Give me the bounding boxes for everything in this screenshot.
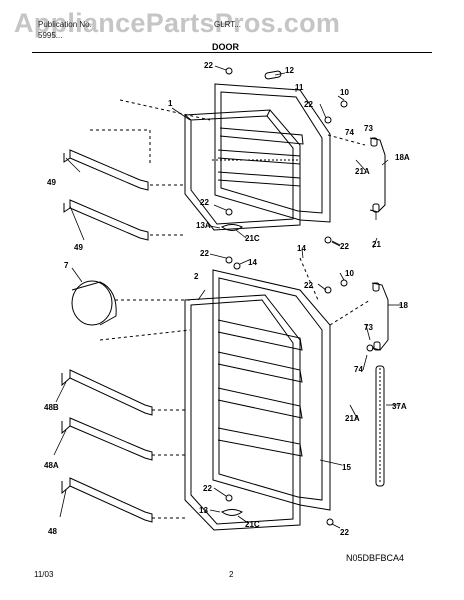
lower-shelf-bar-48b <box>61 369 153 416</box>
lower-plug-10 <box>340 279 348 287</box>
callout-21c-a: 21C <box>245 234 260 243</box>
lower-shelf-bar-48 <box>61 477 153 523</box>
callout-74-a: 74 <box>345 128 354 137</box>
upper-leader-lines <box>90 99 366 236</box>
upper-hinge-cap <box>264 70 282 80</box>
callout-18a: 18A <box>395 153 410 162</box>
callout-73-a: 73 <box>364 124 373 133</box>
lower-shelf-bar-48a <box>61 417 153 461</box>
callout-21a-b: 21A <box>345 414 360 423</box>
header-rule <box>32 52 432 53</box>
header-model: Publication No. <box>38 20 92 29</box>
callout-48: 48 <box>48 527 57 536</box>
callout-49-a: 49 <box>47 178 56 187</box>
callout-48a: 48A <box>44 461 59 470</box>
callout-13: 13 <box>199 506 208 515</box>
callout-10-b: 10 <box>345 269 354 278</box>
callout-22-a: 22 <box>204 61 213 70</box>
upper-plug-10 <box>340 100 348 108</box>
callout-2: 2 <box>194 272 199 281</box>
lower-door-gasket <box>184 294 301 531</box>
callout-22-h: 22 <box>340 528 349 537</box>
callout-12: 12 <box>285 66 294 75</box>
callout-7: 7 <box>64 261 69 270</box>
lower-hinge-pin-13 <box>221 509 243 516</box>
callout-22-f: 22 <box>304 281 313 290</box>
lower-leader-lines <box>99 257 371 519</box>
upper-door-gasket <box>184 109 301 231</box>
diagram-code: N05DBFBCA4 <box>346 553 405 563</box>
lower-screw-top <box>225 256 233 264</box>
callout-13a: 13A <box>196 221 211 230</box>
handle-trim-37a <box>375 365 385 487</box>
callout-48b: 48B <box>44 403 59 412</box>
lower-hinge-14 <box>233 262 241 270</box>
lower-screw-bottom <box>225 494 233 502</box>
callout-21a-a: 21A <box>355 167 370 176</box>
lower-screw-side <box>324 286 332 294</box>
header-line-2: 5995... <box>38 31 63 40</box>
callout-37a: 37A <box>392 402 407 411</box>
callout-leaders <box>53 65 402 529</box>
callout-10-a: 10 <box>340 88 349 97</box>
callout-21: 21 <box>372 240 381 249</box>
lower-screw-hinge <box>326 518 334 526</box>
footer-date: 11/03 <box>34 570 54 579</box>
callout-14-b: 14 <box>248 258 257 267</box>
callout-14-a: 14 <box>297 244 306 253</box>
callout-22-c: 22 <box>200 198 209 207</box>
callout-22-g: 22 <box>203 484 212 493</box>
footer-page-number: 2 <box>229 570 234 579</box>
lower-door-panel <box>212 269 331 511</box>
callout-22-b: 22 <box>304 100 313 109</box>
crisper-7 <box>71 280 117 326</box>
upper-screw-bottom <box>225 208 233 216</box>
page-title: DOOR <box>212 42 239 52</box>
watermark: AppliancePartsPros.com <box>14 8 341 38</box>
callout-73-b: 73 <box>364 323 373 332</box>
callout-labels: 1 22 12 11 10 22 74 73 18A 21A 49 22 13A… <box>44 61 410 537</box>
callout-22-d: 22 <box>340 242 349 251</box>
upper-screw-side <box>324 116 332 124</box>
callout-74-b: 74 <box>354 365 363 374</box>
callout-49-b: 49 <box>74 243 83 252</box>
upper-shelf-bar-top <box>63 149 149 191</box>
callout-1: 1 <box>168 99 173 108</box>
upper-hinge-pin-13a <box>221 224 243 231</box>
upper-handle <box>369 137 386 213</box>
callout-21c-b: 21C <box>245 520 260 529</box>
upper-screw-top <box>225 67 233 75</box>
callout-11: 11 <box>295 83 304 92</box>
callout-15: 15 <box>342 463 351 472</box>
upper-shelf-bar-bottom <box>63 199 149 241</box>
lower-clip-73 <box>366 344 374 352</box>
lower-handle <box>371 282 389 351</box>
callout-22-e: 22 <box>200 249 209 258</box>
upper-screw-hinge <box>324 236 332 244</box>
header-doc-number: GLRT... <box>214 20 241 29</box>
callout-18: 18 <box>399 301 408 310</box>
